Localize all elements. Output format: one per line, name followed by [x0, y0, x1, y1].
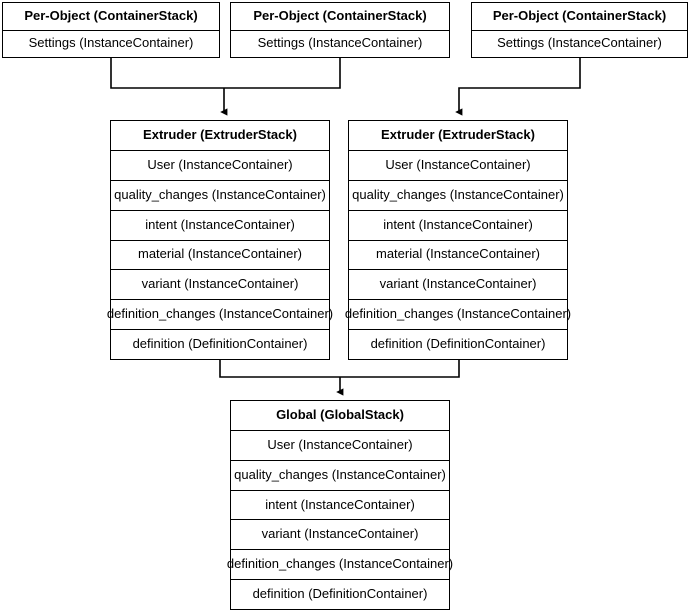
node-row-quality-changes: quality_changes (InstanceContainer)	[231, 459, 449, 490]
node-row-user: User (InstanceContainer)	[111, 149, 329, 180]
extruder-stack-1[interactable]: Extruder (ExtruderStack) User (InstanceC…	[107, 120, 333, 360]
node-row-variant: variant (InstanceContainer)	[231, 519, 449, 550]
node-row-settings: Settings (InstanceContainer)	[231, 29, 449, 57]
per-object-container-stack-2[interactable]: Per-Object (ContainerStack) Settings (In…	[230, 2, 450, 58]
per-object-container-stack-3[interactable]: Per-Object (ContainerStack) Settings (In…	[471, 2, 688, 58]
edge-per-object-2-to-extruder-1	[224, 58, 341, 89]
node-row-variant: variant (InstanceContainer)	[111, 269, 329, 300]
node-row-definition-changes: definition_changes (InstanceContainer)	[227, 549, 453, 580]
node-row-definition: definition (DefinitionContainer)	[111, 329, 329, 359]
node-row-user: User (InstanceContainer)	[349, 149, 567, 180]
node-row-material: material (InstanceContainer)	[349, 239, 567, 270]
node-header: Extruder (ExtruderStack)	[111, 121, 329, 150]
node-header: Per-Object (ContainerStack)	[472, 3, 687, 30]
node-row-intent: intent (InstanceContainer)	[349, 209, 567, 240]
node-row-material: material (InstanceContainer)	[111, 239, 329, 270]
extruder-stack-2[interactable]: Extruder (ExtruderStack) User (InstanceC…	[345, 120, 571, 360]
node-row-definition-changes: definition_changes (InstanceContainer)	[345, 299, 571, 330]
node-row-definition: definition (DefinitionContainer)	[349, 329, 567, 359]
node-header: Global (GlobalStack)	[231, 401, 449, 430]
node-row-intent: intent (InstanceContainer)	[231, 489, 449, 520]
node-row-definition: definition (DefinitionContainer)	[231, 579, 449, 610]
node-header: Extruder (ExtruderStack)	[349, 121, 567, 150]
edge-extruder-1-to-global	[219, 360, 340, 378]
node-row-definition-changes: definition_changes (InstanceContainer)	[107, 299, 333, 330]
node-header: Per-Object (ContainerStack)	[231, 3, 449, 30]
edge-per-object-1-to-extruder-1	[110, 58, 224, 89]
edge-extruder-2-to-global	[340, 360, 460, 378]
edge-per-object-3-to-extruder-2	[455, 58, 581, 116]
node-row-variant: variant (InstanceContainer)	[349, 269, 567, 300]
node-row-settings: Settings (InstanceContainer)	[3, 29, 219, 57]
node-row-intent: intent (InstanceContainer)	[111, 209, 329, 240]
node-row-settings: Settings (InstanceContainer)	[472, 29, 687, 57]
node-row-quality-changes: quality_changes (InstanceContainer)	[111, 179, 329, 210]
node-row-quality-changes: quality_changes (InstanceContainer)	[349, 179, 567, 210]
node-header: Per-Object (ContainerStack)	[3, 3, 219, 30]
per-object-container-stack-1[interactable]: Per-Object (ContainerStack) Settings (In…	[2, 2, 220, 58]
global-stack[interactable]: Global (GlobalStack) User (InstanceConta…	[227, 400, 453, 610]
node-row-user: User (InstanceContainer)	[231, 429, 449, 460]
